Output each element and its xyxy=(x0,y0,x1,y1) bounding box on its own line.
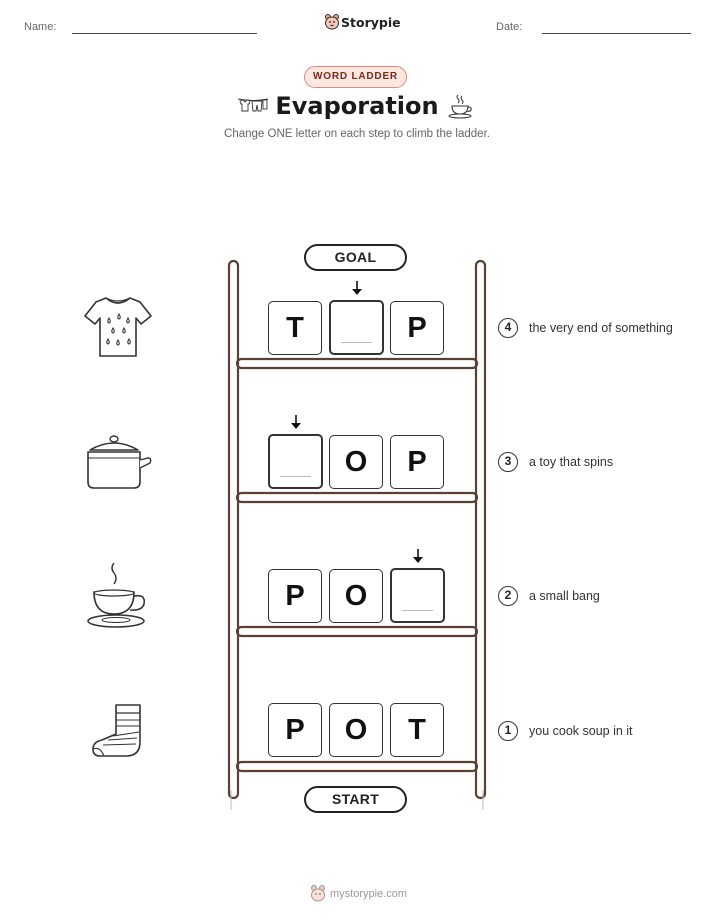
clue-text: a toy that spins xyxy=(529,455,614,469)
activity-badge: WORD LADDER xyxy=(304,66,407,88)
storypie-logo-icon xyxy=(324,13,340,30)
letter-tile: O xyxy=(329,569,383,623)
arrow-down-icon xyxy=(350,280,364,296)
hot-drink-icon xyxy=(447,92,475,120)
step-number: 1 xyxy=(498,721,518,741)
letter-tile: O xyxy=(329,703,383,757)
blank-letter-input[interactable] xyxy=(390,568,445,623)
sock-icon xyxy=(90,702,146,760)
letter-tile: P xyxy=(268,703,322,757)
goal-label: GOAL xyxy=(304,244,407,271)
steaming-cup-icon xyxy=(84,560,152,632)
date-label: Date: xyxy=(496,21,523,33)
letter-tile: T xyxy=(390,703,444,757)
step-number: 2 xyxy=(498,586,518,606)
letter-tile: P xyxy=(390,301,444,355)
name-label: Name: xyxy=(24,21,57,33)
wet-shirt-icon xyxy=(82,294,154,360)
page-title: Evaporation xyxy=(275,92,439,120)
clue-text: a small bang xyxy=(529,589,600,603)
date-field[interactable] xyxy=(542,33,691,34)
clothesline-icon xyxy=(237,96,269,114)
arrow-down-icon xyxy=(289,414,303,430)
instructions: Change ONE letter on each step to climb … xyxy=(224,128,490,140)
letter-tile: T xyxy=(268,301,322,355)
clue-text: the very end of something xyxy=(529,321,673,335)
storypie-logo-icon xyxy=(310,884,326,902)
footer-url[interactable]: mystorypie.com xyxy=(330,888,408,900)
name-field[interactable] xyxy=(72,33,257,34)
step-number: 3 xyxy=(498,452,518,472)
start-label: START xyxy=(304,786,407,813)
cooking-pot-icon xyxy=(82,430,154,494)
step-number: 4 xyxy=(498,318,518,338)
blank-letter-input[interactable] xyxy=(329,300,384,355)
clue-text: you cook soup in it xyxy=(529,724,633,738)
blank-letter-input[interactable] xyxy=(268,434,323,489)
letter-tile: P xyxy=(268,569,322,623)
letter-tile: O xyxy=(329,435,383,489)
arrow-down-icon xyxy=(411,548,425,564)
brand-name: Storypie xyxy=(341,15,401,30)
letter-tile: P xyxy=(390,435,444,489)
